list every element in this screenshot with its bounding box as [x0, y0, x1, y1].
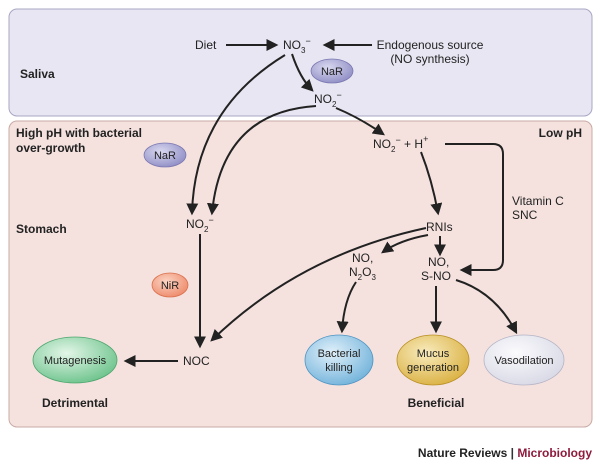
saliva-label: Saliva: [20, 67, 55, 81]
no-sno-label-line1: NO,: [428, 255, 449, 269]
no2-h-label: NO2− + H+: [373, 134, 428, 154]
arrow-no2-to-no2h: [335, 107, 385, 136]
no-n2o3-label-line1: NO,: [352, 251, 373, 265]
arrow-rnis-to-no-n2o3: [381, 234, 429, 254]
no-n2o3-label-line2: N2O3: [349, 265, 376, 282]
bacterial-label-line1: Bacterial: [318, 348, 361, 360]
vasodilation-outcome: [483, 334, 565, 386]
no3-label: NO3−: [283, 36, 311, 55]
journal-section: Microbiology: [517, 446, 592, 460]
detrimental-label: Detrimental: [42, 396, 108, 410]
nar-saliva-label: NaR: [321, 66, 343, 78]
mucus-label-line1: Mucus: [417, 348, 450, 360]
stomach-label: Stomach: [16, 222, 67, 236]
noc-label: NOC: [183, 354, 210, 368]
bacterial-label-line2: killing: [325, 362, 353, 374]
no2-stomach-label: NO2−: [186, 215, 214, 234]
nir-enzyme: [151, 272, 189, 298]
mucus-label-line2: generation: [407, 362, 459, 374]
journal-name: Nature Reviews: [417, 446, 508, 460]
arrow-no2h-to-rnis: [420, 151, 443, 216]
no2-saliva-label: NO2−: [314, 90, 342, 109]
mucus-generation-outcome: [396, 334, 470, 386]
arrow-rnis-to-noc: [210, 227, 427, 342]
low-ph-label: Low pH: [539, 126, 582, 140]
endogenous-label-line2: (NO synthesis): [390, 52, 469, 66]
nir-label: NiR: [161, 280, 179, 292]
vitamin-c-label: Vitamin C: [512, 194, 564, 208]
saliva-region: [8, 8, 593, 117]
snc-label: SNC: [512, 208, 538, 222]
nar-stomach-enzyme: [143, 142, 187, 168]
arrow-no-sno-to-vasodilation: [455, 279, 518, 335]
vasodilation-label: Vasodilation: [494, 355, 553, 367]
high-ph-label-line2: over-growth: [16, 141, 85, 155]
mutagenesis-label: Mutagenesis: [44, 355, 107, 367]
arrow-no3-to-stomach-no2: [186, 54, 286, 216]
rnis-label: RNIs: [426, 220, 453, 234]
bacterial-killing-outcome: [304, 334, 374, 386]
arrow-vitamin-c-path: [445, 143, 504, 276]
no-sno-label-line2: S-NO: [421, 269, 451, 283]
journal-credit: Nature Reviews | Microbiology: [418, 446, 592, 460]
arrow-saliva-no2-to-stomach-no2: [206, 105, 317, 216]
arrow-no3-to-no2: [291, 53, 314, 92]
endogenous-label-line1: Endogenous source: [377, 38, 484, 52]
credit-separator: |: [507, 446, 518, 460]
nar-saliva-enzyme: [310, 58, 354, 84]
nar-stomach-label: NaR: [154, 150, 176, 162]
beneficial-label: Beneficial: [408, 396, 465, 410]
mutagenesis-outcome: [32, 336, 118, 384]
arrow-no-n2o3-to-bacterial-killing: [336, 281, 357, 334]
high-ph-label-line1: High pH with bacterial: [16, 126, 142, 140]
diet-label: Diet: [195, 38, 217, 52]
